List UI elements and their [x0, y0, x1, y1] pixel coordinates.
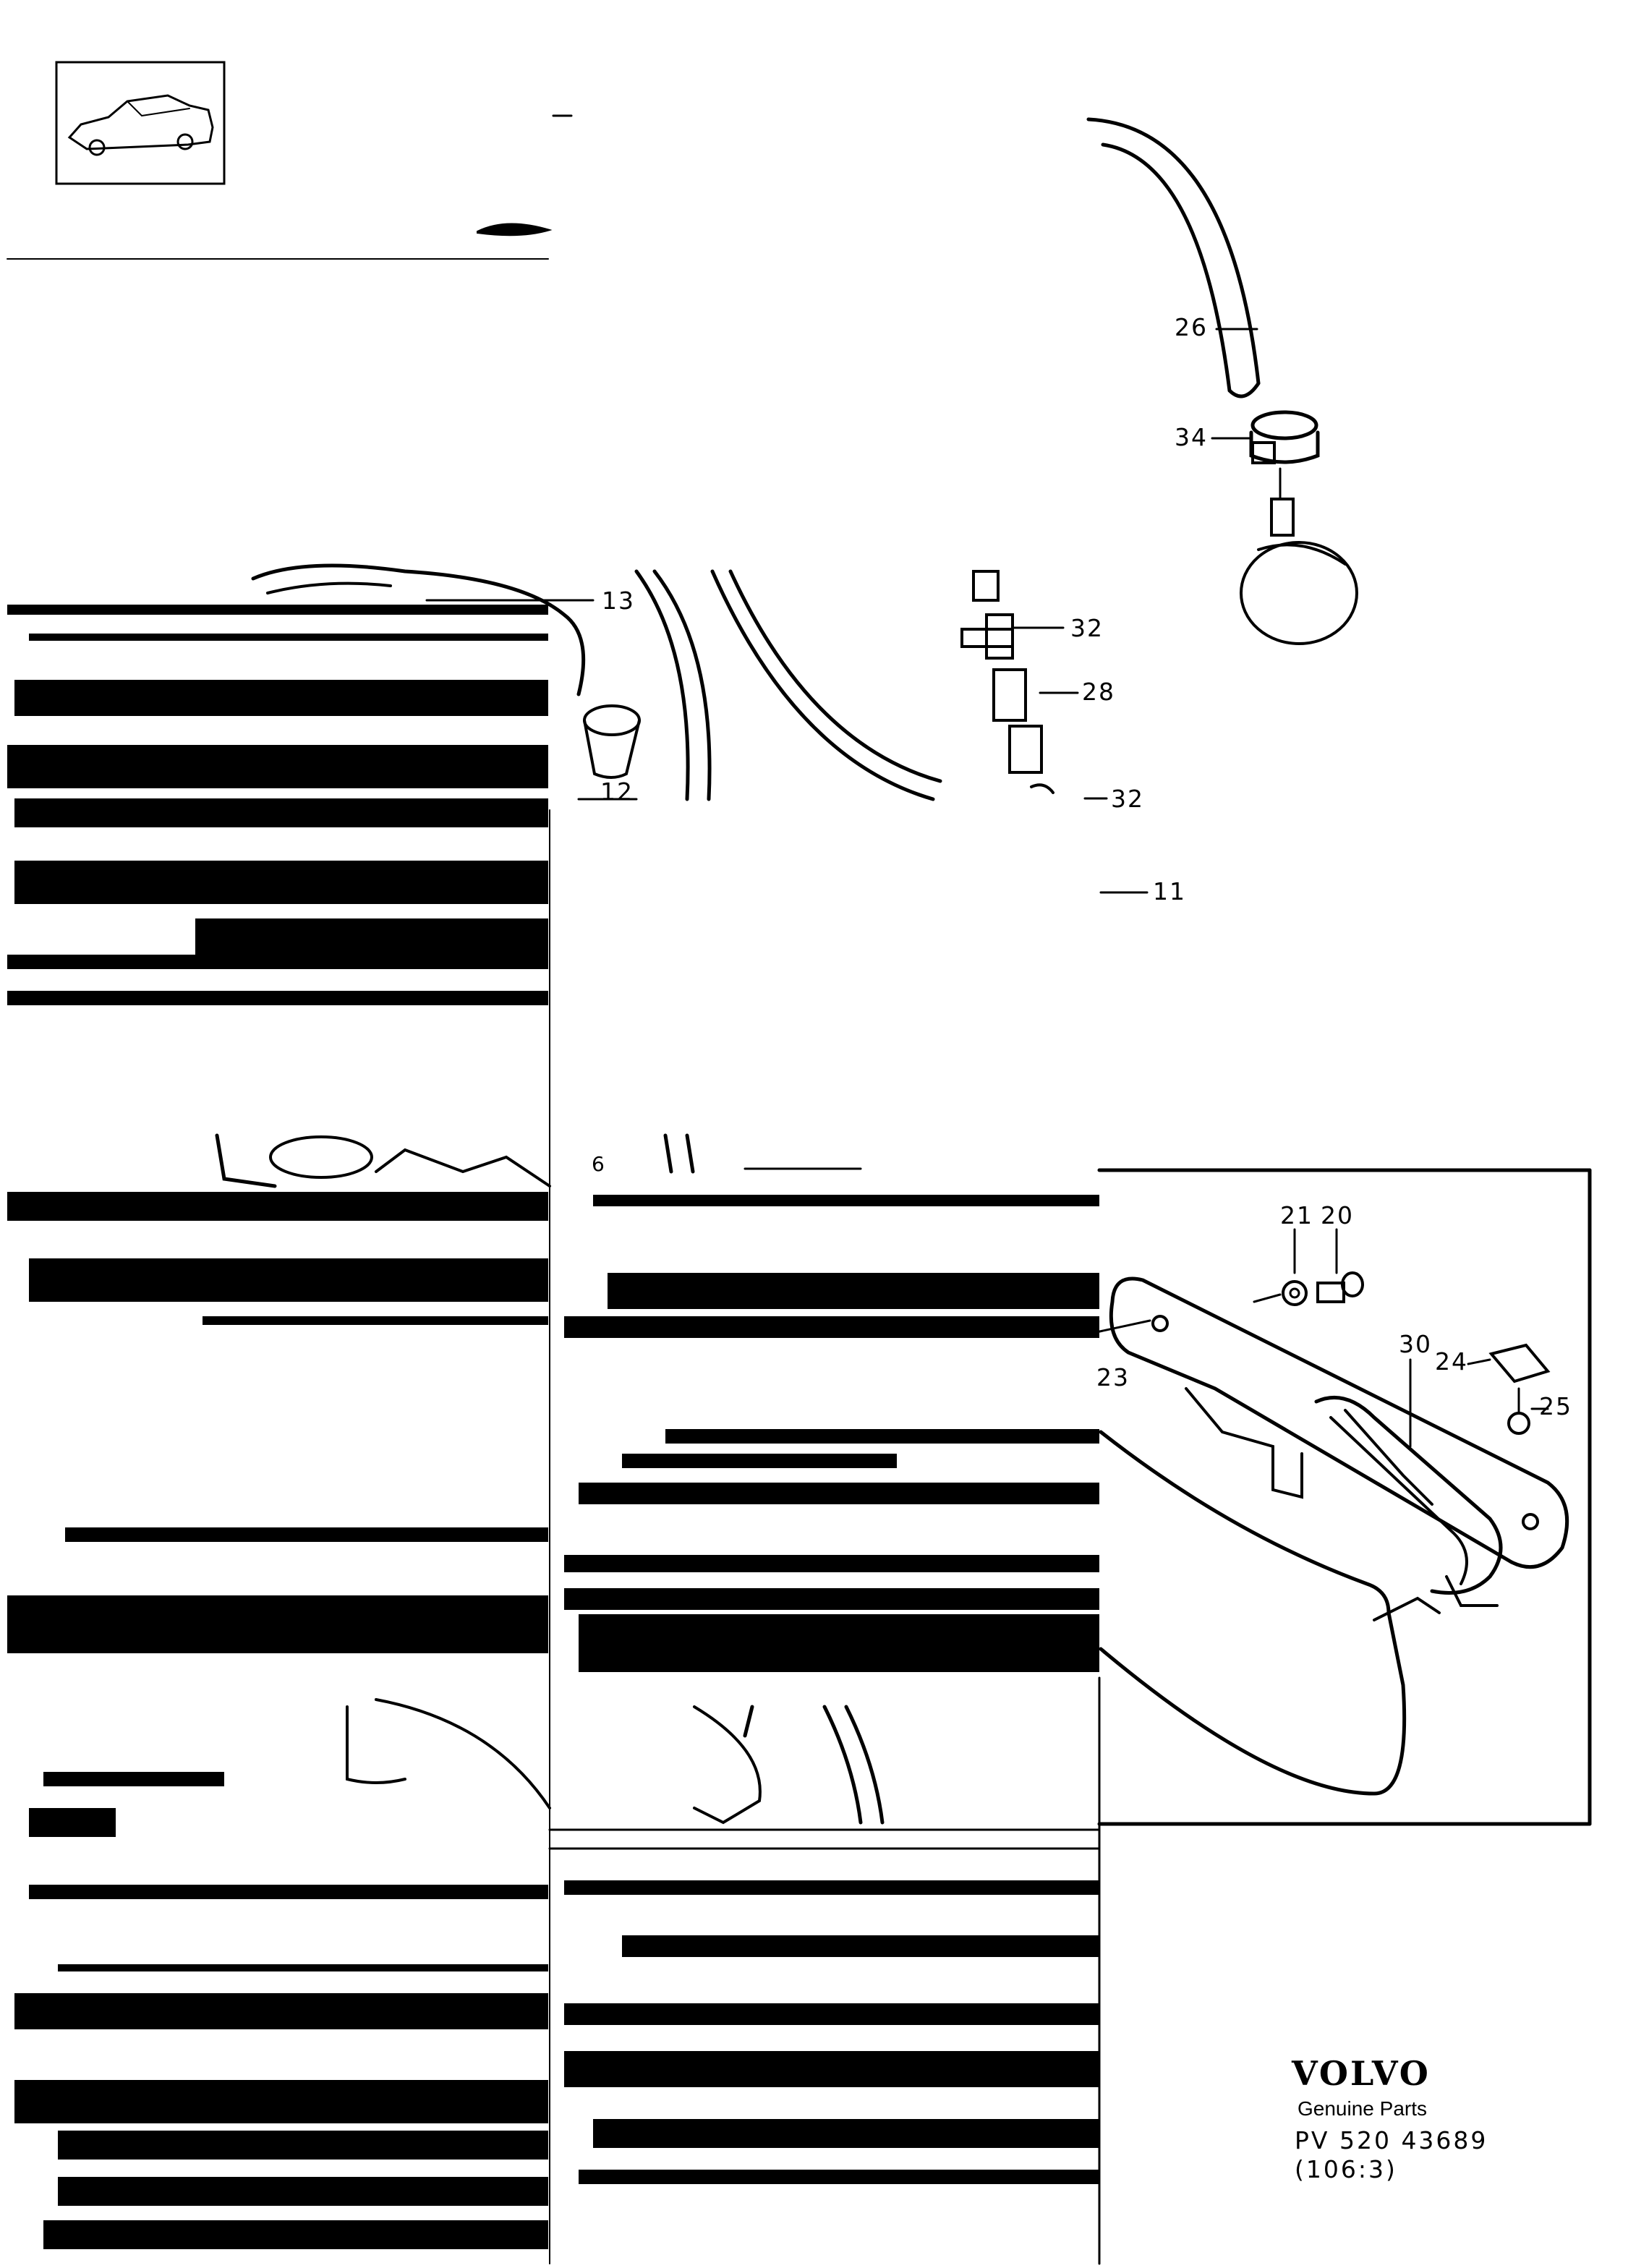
- scan-band: [203, 1316, 548, 1325]
- nut-clip-24: [1488, 1343, 1551, 1384]
- scan-band: [7, 745, 548, 788]
- callout-28: 28: [1082, 678, 1115, 706]
- inline-filter: [1240, 467, 1358, 645]
- callout-23: 23: [1096, 1363, 1130, 1391]
- scan-band: [14, 798, 548, 827]
- callout-20: 20: [1321, 1201, 1354, 1229]
- scan-band: [579, 2170, 1099, 2184]
- scan-band: [608, 1273, 1099, 1309]
- bolt-20: [1316, 1271, 1364, 1303]
- bracket-23: [1109, 1276, 1569, 1569]
- scan-band: [7, 955, 548, 969]
- scan-band: [29, 634, 548, 641]
- scan-band: [58, 1964, 548, 1971]
- callout-21: 21: [1280, 1201, 1313, 1229]
- scan-band: [564, 1316, 1099, 1338]
- scan-band: [58, 2177, 548, 2206]
- callout-26: 26: [1175, 313, 1208, 341]
- scan-band: [43, 1772, 224, 1786]
- scan-band: [593, 2119, 1099, 2148]
- hose-connector-32: [960, 570, 1014, 660]
- scan-band: [14, 861, 548, 904]
- scan-band: [29, 1258, 548, 1302]
- scan-band: [579, 1483, 1099, 1504]
- scan-band: [14, 1993, 548, 2029]
- scan-band: [593, 1195, 1099, 1206]
- scan-band: [29, 1885, 548, 1899]
- scan-band: [564, 1588, 1099, 1610]
- sleeve-12: [583, 704, 641, 779]
- callout-12: 12: [600, 777, 634, 806]
- scan-band: [14, 2080, 548, 2123]
- genuine-parts-label: Genuine Parts: [1298, 2097, 1427, 2120]
- callout-32-lower: 32: [1111, 785, 1144, 813]
- scan-band: [14, 680, 548, 716]
- scan-band: [564, 2003, 1099, 2025]
- reference-code: (106:3): [1295, 2155, 1397, 2183]
- callout-24: 24: [1435, 1347, 1468, 1376]
- scan-band: [564, 2051, 1099, 2087]
- callout-11: 11: [1153, 877, 1186, 905]
- part-number: PV 520 43689: [1295, 2126, 1488, 2154]
- scan-band: [564, 1555, 1099, 1572]
- scan-band: [29, 1808, 116, 1837]
- scan-band: [58, 2131, 548, 2160]
- callout-30: 30: [1399, 1330, 1432, 1358]
- scan-band: [564, 1880, 1099, 1895]
- scan-band: [195, 918, 548, 955]
- scan-band: [622, 1935, 1099, 1957]
- callout-6: 6: [592, 1152, 606, 1176]
- canister: [1099, 1430, 1499, 1796]
- clamp-34: [1249, 410, 1320, 464]
- screw-25: [1507, 1387, 1530, 1435]
- strap-30: [1314, 1395, 1503, 1595]
- scan-band: [7, 1192, 548, 1221]
- hose-26: [1086, 117, 1261, 398]
- volvo-logo: VOLVO: [1292, 2054, 1431, 2093]
- scan-band: [622, 1454, 897, 1468]
- scan-band: [65, 1527, 548, 1542]
- scan-band: [7, 605, 548, 615]
- scan-band: [43, 2220, 548, 2249]
- callout-34: 34: [1175, 423, 1208, 451]
- callout-32-upper: 32: [1070, 614, 1104, 642]
- hose-28: [992, 668, 1054, 794]
- callout-13: 13: [602, 587, 635, 615]
- inset-detail-frame: [1097, 1168, 1592, 1826]
- scan-band: [665, 1429, 1099, 1444]
- scan-band: [7, 991, 548, 1005]
- callout-25: 25: [1539, 1392, 1572, 1420]
- scan-band: [7, 1595, 548, 1653]
- washer-21: [1282, 1280, 1308, 1306]
- scan-band: [579, 1614, 1099, 1672]
- car-thumbnail-icon: [55, 61, 226, 185]
